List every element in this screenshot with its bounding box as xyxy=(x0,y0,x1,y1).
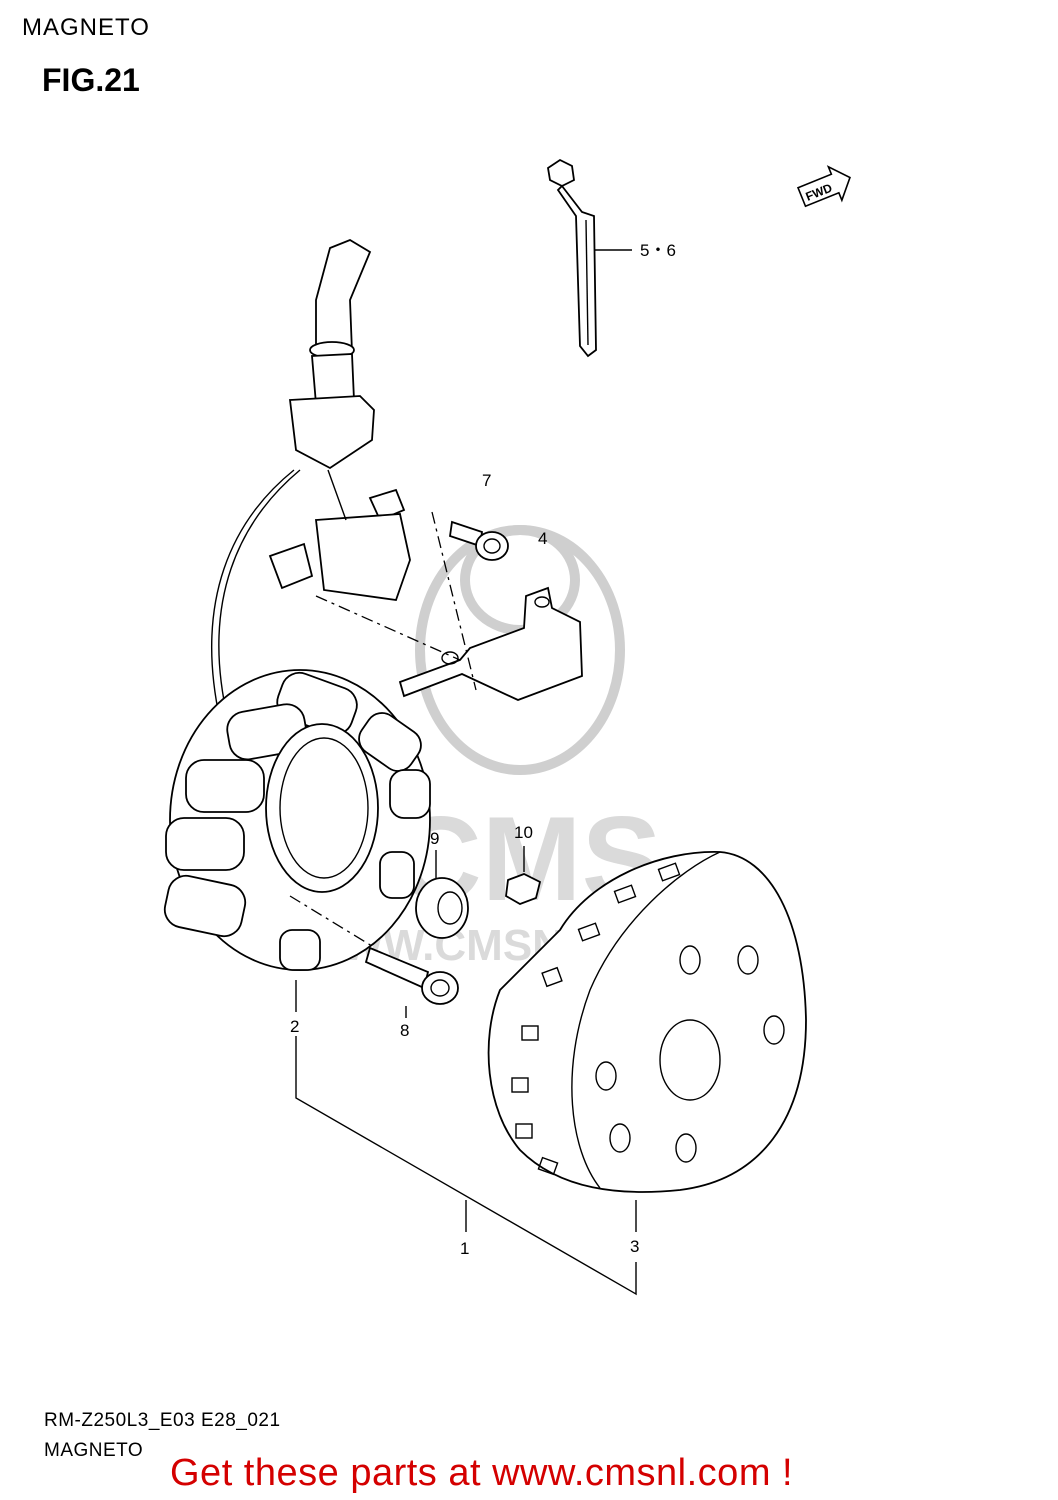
stator-coil xyxy=(163,669,431,971)
callout-5-6: 5・6 xyxy=(640,241,676,260)
wire-harness xyxy=(211,238,375,721)
callout-9: 9 xyxy=(430,829,439,848)
cable-tie xyxy=(547,158,597,358)
key-10 xyxy=(505,873,542,905)
callout-1: 1 xyxy=(460,1239,469,1258)
callout-2: 2 xyxy=(290,1017,299,1036)
pickup-coil xyxy=(268,469,411,601)
callout-10: 10 xyxy=(514,823,533,842)
bracket xyxy=(398,586,583,701)
washer-9 xyxy=(415,877,469,939)
fwd-arrow-icon: FWD xyxy=(796,165,851,208)
callout-8: 8 xyxy=(400,1021,409,1040)
diagram-code: RM-Z250L3_E03 E28_021 xyxy=(44,1410,281,1431)
diagram-name: MAGNETO xyxy=(44,1440,144,1461)
bolt-8 xyxy=(364,946,459,1005)
page-title: MAGNETO xyxy=(22,14,150,41)
figure-number: FIG.21 xyxy=(42,62,140,98)
callout-7: 7 xyxy=(482,471,491,490)
screw-7 xyxy=(449,520,509,561)
shop-link-banner[interactable]: Get these parts at www.cmsnl.com ! xyxy=(170,1452,794,1494)
callout-4: 4 xyxy=(538,529,547,548)
flywheel-rotor xyxy=(487,851,807,1193)
callout-3: 3 xyxy=(630,1237,639,1256)
